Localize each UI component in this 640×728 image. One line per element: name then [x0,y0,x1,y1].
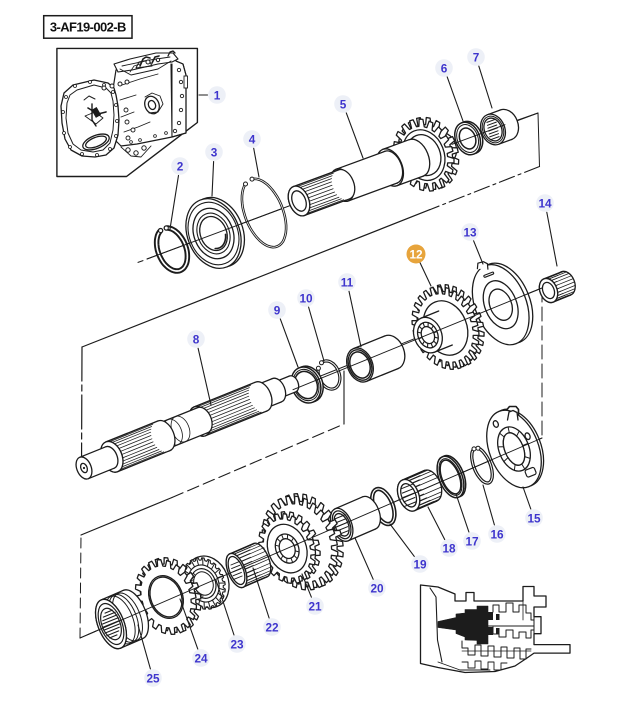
svg-text:24: 24 [194,651,208,665]
svg-text:7: 7 [473,50,480,64]
svg-text:3-AF19-002-B: 3-AF19-002-B [50,19,126,34]
svg-text:5: 5 [340,97,347,111]
svg-text:25: 25 [146,671,160,685]
svg-text:22: 22 [265,620,279,634]
svg-text:9: 9 [274,303,281,317]
svg-text:12: 12 [409,247,423,261]
svg-text:19: 19 [413,557,427,571]
svg-text:17: 17 [465,534,479,548]
svg-text:6: 6 [441,61,448,75]
svg-text:1: 1 [214,88,221,102]
svg-text:15: 15 [527,511,541,525]
svg-text:3: 3 [211,145,218,159]
svg-text:21: 21 [308,599,322,613]
svg-text:20: 20 [370,581,384,595]
svg-text:23: 23 [230,637,244,651]
svg-text:13: 13 [463,225,477,239]
svg-text:11: 11 [341,275,354,289]
svg-text:4: 4 [249,132,256,146]
svg-text:18: 18 [442,541,456,555]
svg-text:16: 16 [490,527,504,541]
svg-text:10: 10 [299,291,313,305]
svg-text:2: 2 [177,159,184,173]
svg-text:14: 14 [538,196,552,210]
svg-text:8: 8 [193,332,200,346]
